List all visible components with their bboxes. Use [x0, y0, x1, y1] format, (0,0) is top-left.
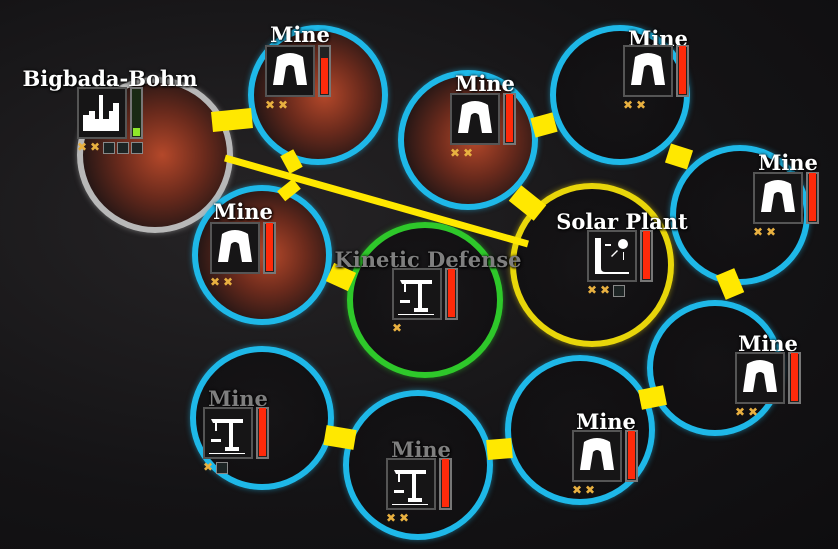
worker-icon: ✖: [585, 483, 596, 497]
worker-slots: ✖: [392, 321, 403, 335]
solar-icon[interactable]: [587, 230, 637, 282]
worker-slots: ✖✖: [572, 483, 596, 497]
worker-icon: ✖: [766, 225, 777, 239]
node-label: Mine: [758, 150, 818, 175]
node-label: Mine: [738, 331, 798, 356]
output-bar: [263, 222, 276, 274]
worker-icon: ✖: [623, 98, 634, 112]
connector: [277, 178, 301, 202]
output-bar: [640, 230, 653, 282]
output-bar: [676, 45, 689, 97]
output-bar: [503, 93, 516, 145]
worker-slots: ✖✖: [265, 98, 289, 112]
worker-slots: ✖✖: [735, 405, 759, 419]
connector: [530, 112, 558, 138]
mine-icon[interactable]: [265, 45, 315, 97]
output-bar: [318, 45, 331, 97]
worker-icon: ✖: [210, 275, 221, 289]
connector: [715, 268, 745, 300]
connector: [486, 438, 513, 460]
crane-icon[interactable]: [392, 268, 442, 320]
worker-icon: ✖: [223, 275, 234, 289]
node-label: Bigbada-Bohm: [22, 66, 198, 91]
worker-slots: ✖✖: [210, 275, 234, 289]
worker-icon: ✖: [735, 405, 746, 419]
output-bar: [439, 458, 452, 510]
worker-slots: ✖✖: [587, 283, 625, 297]
node-label: Solar Plant: [556, 209, 688, 234]
worker-slots: ✖✖: [753, 225, 777, 239]
worker-icon: ✖: [203, 460, 214, 474]
mine-icon[interactable]: [753, 172, 803, 224]
empty-slot[interactable]: [117, 142, 129, 154]
mine-icon[interactable]: [450, 93, 500, 145]
empty-slot[interactable]: [103, 142, 115, 154]
worker-icon: ✖: [587, 283, 598, 297]
worker-icon: ✖: [753, 225, 764, 239]
empty-slot[interactable]: [216, 462, 228, 474]
crane-icon[interactable]: [386, 458, 436, 510]
connector: [638, 385, 667, 410]
output-bar: [625, 430, 638, 482]
worker-icon: ✖: [748, 405, 759, 419]
node-label: Kinetic Defense: [334, 247, 522, 272]
connector: [323, 425, 357, 450]
worker-icon: ✖: [77, 140, 88, 154]
output-bar: [806, 172, 819, 224]
connector: [224, 154, 529, 248]
output-bar: [130, 87, 143, 139]
worker-slots: ✖: [203, 460, 228, 474]
mine-icon[interactable]: [735, 352, 785, 404]
output-bar: [256, 407, 269, 459]
factory-icon[interactable]: [77, 87, 127, 139]
node-label: Mine: [270, 22, 330, 47]
empty-slot[interactable]: [613, 285, 625, 297]
connector: [664, 143, 694, 170]
worker-icon: ✖: [265, 98, 276, 112]
worker-icon: ✖: [399, 511, 410, 525]
node-label: Mine: [391, 437, 451, 462]
worker-icon: ✖: [450, 146, 461, 160]
worker-icon: ✖: [572, 483, 583, 497]
node-label: Mine: [213, 199, 273, 224]
node-label: Mine: [576, 409, 636, 434]
worker-icon: ✖: [636, 98, 647, 112]
worker-icon: ✖: [278, 98, 289, 112]
connector: [280, 149, 303, 174]
worker-slots: ✖✖: [623, 98, 647, 112]
worker-icon: ✖: [90, 140, 101, 154]
worker-slots: ✖✖: [450, 146, 474, 160]
connector: [508, 185, 547, 221]
worker-icon: ✖: [386, 511, 397, 525]
worker-slots: ✖✖: [77, 140, 143, 154]
mine-icon[interactable]: [623, 45, 673, 97]
mine-icon[interactable]: [210, 222, 260, 274]
worker-icon: ✖: [392, 321, 403, 335]
worker-icon: ✖: [600, 283, 611, 297]
node-label: Mine: [208, 386, 268, 411]
worker-slots: ✖✖: [386, 511, 410, 525]
crane-icon[interactable]: [203, 407, 253, 459]
connector: [325, 262, 357, 292]
output-bar: [445, 268, 458, 320]
connector: [211, 108, 253, 132]
node-label: Mine: [455, 71, 515, 96]
worker-icon: ✖: [463, 146, 474, 160]
output-bar: [788, 352, 801, 404]
mine-icon[interactable]: [572, 430, 622, 482]
empty-slot[interactable]: [131, 142, 143, 154]
